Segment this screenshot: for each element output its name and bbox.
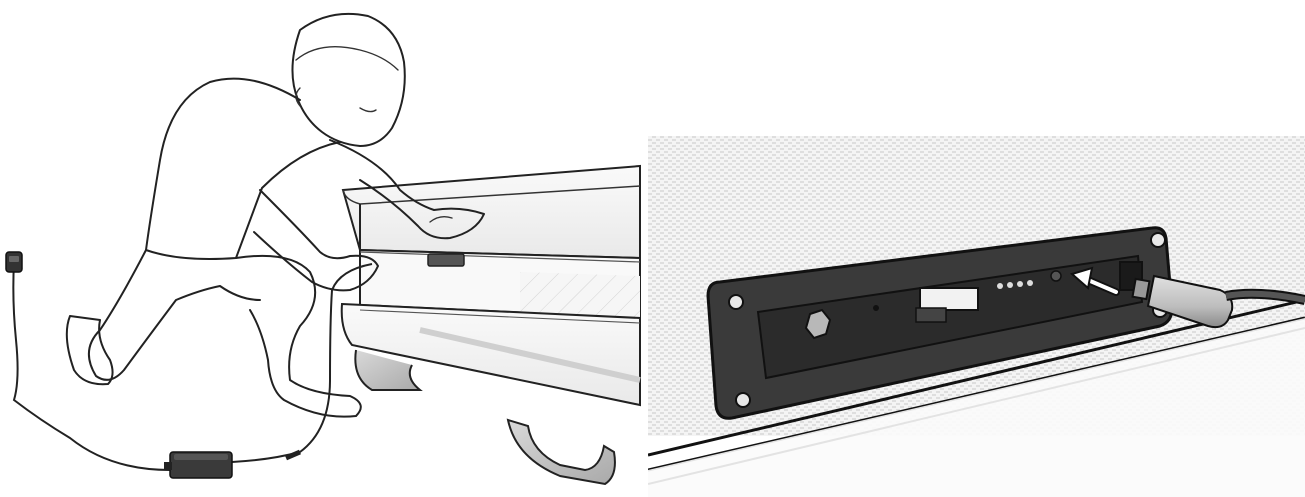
screw-hole — [1151, 233, 1165, 247]
hex-nut — [806, 310, 830, 338]
wall-plug-icon — [6, 252, 22, 272]
mattress-handle — [428, 254, 464, 266]
person-connecting-bed-illustration — [0, 0, 643, 497]
connector-socket — [920, 288, 978, 310]
control-port-closeup — [648, 0, 1305, 497]
screw-hole — [736, 393, 750, 407]
screw-hole — [729, 295, 743, 309]
bed — [342, 166, 640, 484]
right-closeup-panel — [648, 0, 1305, 497]
power-adapter-icon — [164, 452, 232, 478]
left-illustration-panel — [0, 0, 643, 497]
